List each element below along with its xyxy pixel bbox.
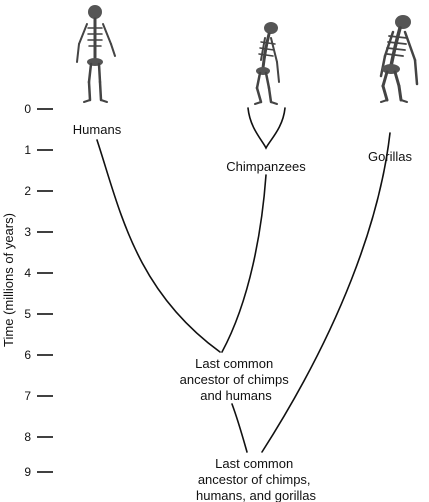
label-chimpanzees: Chimpanzees [226, 159, 306, 174]
label-humans: Humans [73, 122, 122, 137]
label-lca-all-line-1: Last common [215, 456, 293, 471]
label-lca-chimps-humans-line-1: Last common [195, 356, 273, 371]
human-skeleton-icon [76, 5, 116, 103]
label-lca-all: Last common ancestor of chimps, humans, … [196, 456, 316, 502]
branch-gorillas [261, 132, 391, 453]
branch-chimpanzees-split [247, 107, 286, 150]
branch-chimpanzees [221, 174, 267, 353]
axis-tick-5: 5 [24, 307, 53, 321]
label-lca-chimps-humans-line-2: ancestor of chimps [180, 372, 290, 387]
tick-label-2: 2 [24, 184, 31, 198]
label-gorillas: Gorillas [368, 149, 413, 164]
tick-label-9: 9 [24, 465, 31, 479]
tick-label-1: 1 [24, 143, 31, 157]
branch-humans [96, 139, 221, 353]
tick-label-3: 3 [24, 225, 31, 239]
tick-label-8: 8 [24, 430, 31, 444]
axis-tick-4: 4 [24, 266, 53, 280]
axis-tick-0: 0 [24, 102, 53, 116]
gorilla-skeleton-icon [379, 15, 419, 103]
axis-tick-2: 2 [24, 184, 53, 198]
tick-label-4: 4 [24, 266, 31, 280]
tick-label-0: 0 [24, 102, 31, 116]
axis-tick-7: 7 [24, 389, 53, 403]
tick-label-7: 7 [24, 389, 31, 403]
tick-label-5: 5 [24, 307, 31, 321]
tick-label-6: 6 [24, 348, 31, 362]
label-lca-chimps-humans-line-3: and humans [200, 388, 272, 403]
label-lca-chimps-humans: Last common ancestor of chimps and human… [180, 356, 293, 403]
axis-tick-6: 6 [24, 348, 53, 362]
time-axis: Time (millions of years) 0 1 2 3 4 5 6 [1, 102, 53, 479]
label-lca-all-line-3: humans, and gorillas [196, 488, 316, 502]
axis-title: Time (millions of years) [1, 213, 16, 347]
axis-tick-1: 1 [24, 143, 53, 157]
axis-tick-3: 3 [24, 225, 53, 239]
axis-tick-9: 9 [24, 465, 53, 479]
label-lca-all-line-2: ancestor of chimps, [198, 472, 311, 487]
branch-chimps-humans-to-root [231, 403, 248, 453]
chimpanzee-skeleton-icon [254, 22, 280, 105]
axis-tick-8: 8 [24, 430, 53, 444]
